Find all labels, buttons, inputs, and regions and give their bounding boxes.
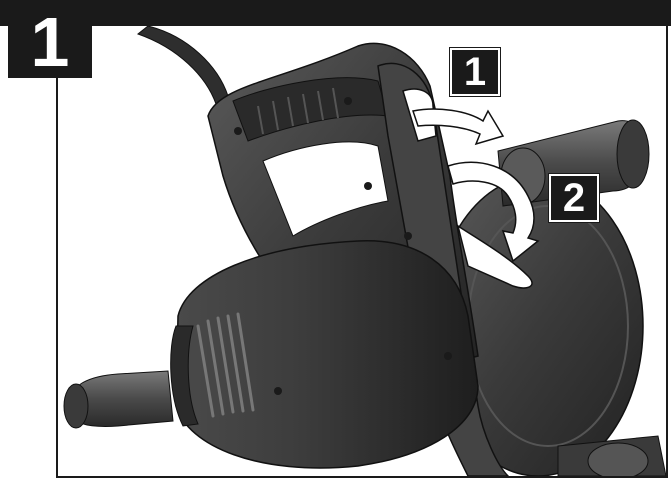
tool-illustration	[63, 26, 666, 476]
header-bar	[0, 0, 671, 26]
motor-vents	[196, 312, 255, 418]
step-number-badge: 1	[8, 6, 92, 78]
illustration-frame	[56, 26, 668, 478]
release-trigger	[456, 224, 533, 289]
arrow-push-icon	[412, 108, 505, 146]
callout-label-2: 2	[548, 173, 600, 223]
callout-label-1: 1	[449, 47, 501, 97]
motor-housing	[175, 240, 479, 469]
arrow-rotate-icon	[447, 161, 540, 263]
